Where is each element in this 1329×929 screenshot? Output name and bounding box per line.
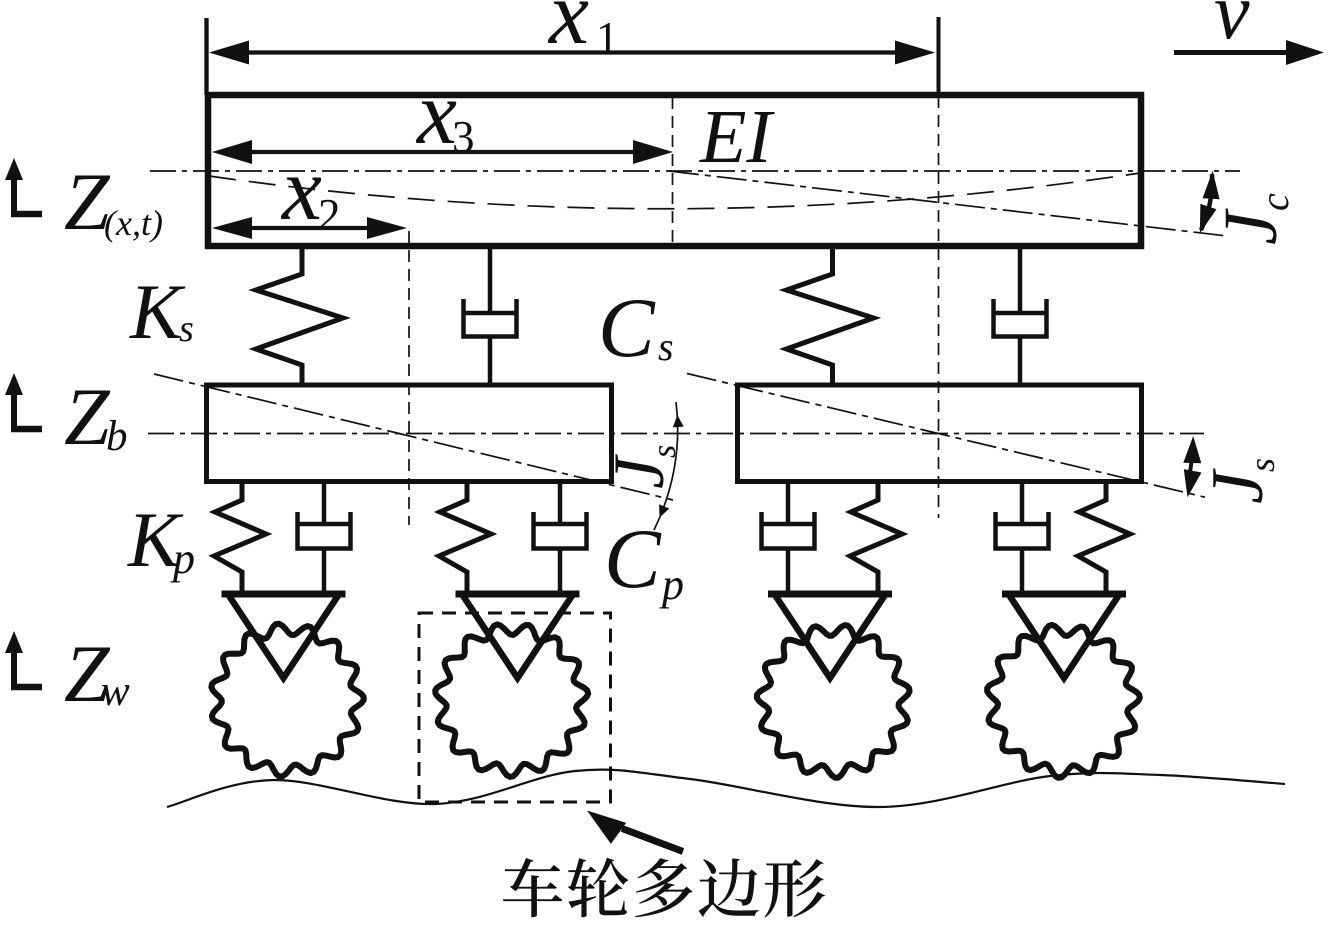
svg-text:p: p (659, 560, 684, 609)
svg-text:K: K (129, 268, 186, 355)
svg-text:p: p (170, 534, 195, 583)
svg-text:c: c (1252, 193, 1297, 211)
svg-text:C: C (598, 281, 656, 375)
svg-text:v: v (1214, 0, 1250, 56)
svg-text:K: K (127, 496, 184, 583)
svg-text:Z: Z (64, 371, 111, 462)
svg-text:s: s (658, 324, 674, 369)
svg-text:J: J (599, 454, 679, 489)
svg-text:s: s (179, 308, 194, 350)
svg-text:1: 1 (596, 13, 619, 63)
svg-text:Z: Z (64, 628, 111, 719)
svg-text:s: s (1242, 458, 1282, 472)
svg-text:2: 2 (318, 190, 341, 240)
svg-text:J: J (1197, 468, 1279, 504)
svg-text:b: b (106, 413, 128, 460)
svg-text:x: x (547, 0, 589, 63)
svg-text:x: x (280, 140, 322, 239)
svg-text:J: J (1209, 208, 1293, 245)
svg-text:EI: EI (699, 95, 775, 179)
svg-text:C: C (604, 512, 662, 606)
svg-text:x: x (415, 64, 457, 163)
svg-text:w: w (101, 668, 130, 715)
svg-text:3: 3 (452, 112, 475, 162)
svg-text:Z: Z (64, 156, 111, 247)
svg-text:(x,t): (x,t) (104, 203, 163, 243)
svg-text:s: s (646, 445, 683, 458)
